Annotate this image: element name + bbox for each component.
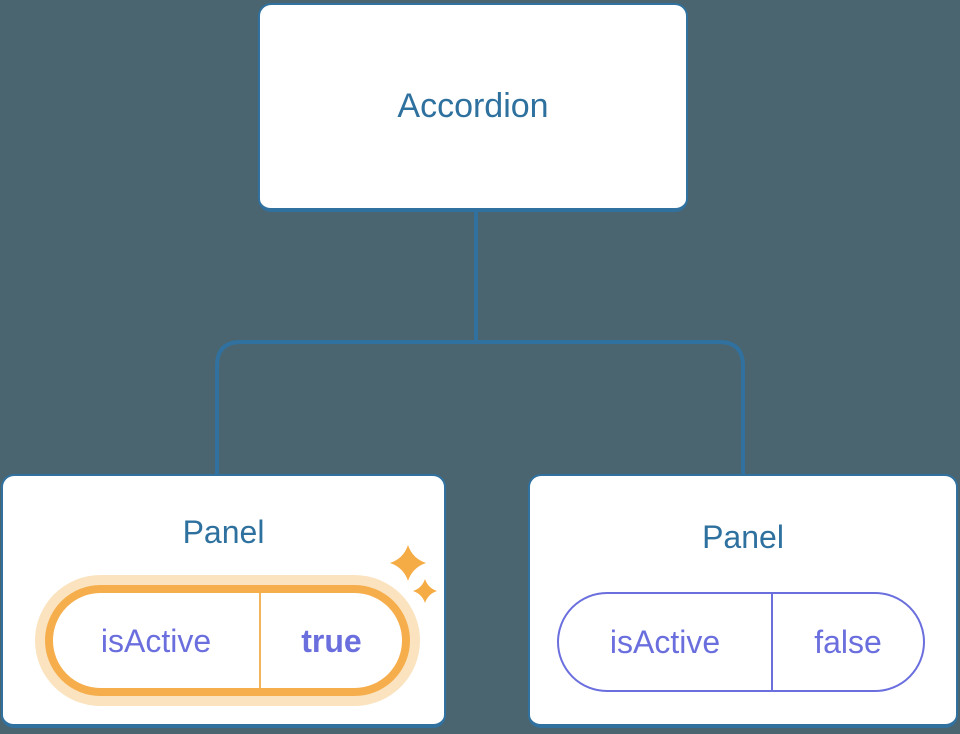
state-pill-isactive-false: isActive false bbox=[557, 592, 925, 692]
panel-label: Panel bbox=[182, 514, 265, 550]
state-value: false bbox=[771, 594, 923, 690]
state-name: isActive bbox=[609, 624, 721, 660]
sparkle-icon bbox=[390, 545, 437, 603]
panel-label: Panel bbox=[702, 519, 784, 555]
component-node-panel-active: Panel isActive true bbox=[1, 474, 446, 728]
state-pill-isactive-true: isActive true bbox=[45, 585, 410, 696]
connector-branch bbox=[215, 340, 745, 476]
component-node-panel-inactive: Panel isActive false bbox=[528, 474, 958, 728]
accordion-label: Accordion bbox=[397, 87, 549, 125]
state-name: isActive bbox=[100, 622, 212, 659]
component-node-accordion: Accordion bbox=[258, 3, 688, 212]
state-value: true bbox=[259, 593, 402, 688]
